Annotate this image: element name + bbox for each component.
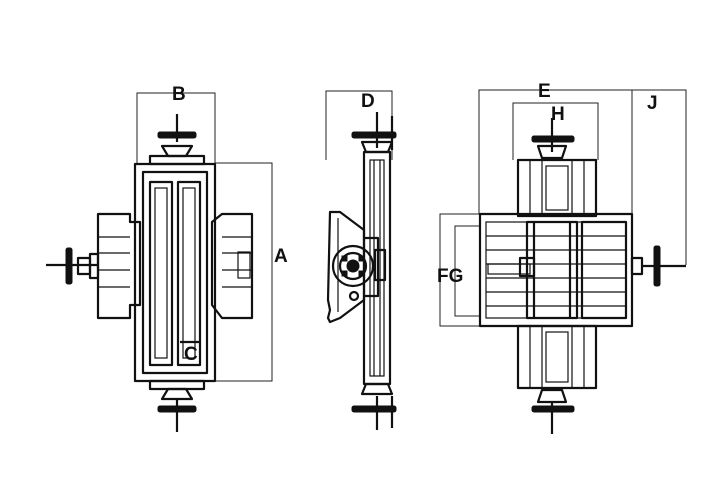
label-h: H (551, 104, 565, 125)
label-a: A (274, 246, 288, 267)
front-table: C (133, 162, 217, 383)
left-handwheel (46, 247, 100, 285)
label-d: D (361, 91, 375, 112)
side-saddle (326, 210, 387, 324)
dimension-fg: FG (437, 213, 480, 327)
top-view-bottom-handwheel (531, 388, 575, 434)
dimension-j: J (632, 89, 687, 265)
dimension-h: H (512, 102, 599, 160)
top-view-table (478, 212, 634, 328)
label-c: C (184, 344, 198, 365)
top-view-upper-slide (516, 158, 598, 218)
label-fg: FG (437, 266, 463, 287)
top-view-lower-slide (516, 324, 598, 390)
top-view-right-handwheel (630, 245, 686, 287)
top-view: E H J FG (437, 81, 687, 434)
top-view-top-handwheel (531, 118, 575, 160)
label-j: J (647, 93, 658, 114)
bottom-handwheel (148, 379, 206, 432)
front-side-block (96, 212, 254, 320)
dimension-b: B (136, 84, 216, 165)
dimension-d: D (325, 90, 393, 160)
side-bottom-screw (351, 382, 397, 430)
side-view: D (325, 90, 397, 430)
dimension-a: A (215, 162, 288, 382)
label-b: B (172, 84, 186, 105)
dimension-e: E (478, 81, 633, 214)
side-top-screw (351, 112, 397, 154)
front-view: B A (46, 84, 288, 432)
top-handwheel (148, 114, 206, 166)
label-e: E (538, 81, 551, 102)
